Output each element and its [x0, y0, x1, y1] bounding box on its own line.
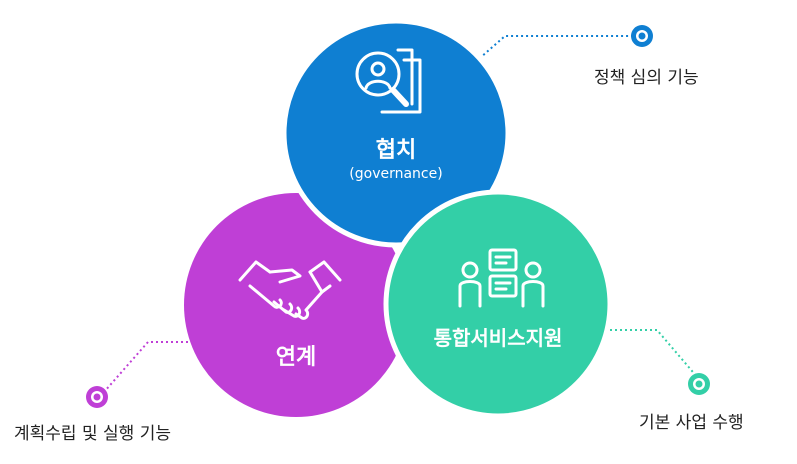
- governance-connector: [471, 35, 632, 66]
- linkage-circle: [184, 193, 408, 417]
- governance-marker: [631, 25, 653, 47]
- governance-circle: [281, 18, 511, 248]
- integrated-title: 통합서비스지원: [433, 326, 563, 350]
- person-search-icon: [355, 48, 422, 114]
- governance-title: 협치: [375, 138, 417, 163]
- linkage-title: 연계: [275, 345, 317, 370]
- integrated-connector: [605, 329, 699, 379]
- linkage-role-label: 계획수립 및 실행 기능: [14, 424, 171, 444]
- integrated-role-label: 기본 사업 수행: [639, 413, 744, 433]
- integrated-circle: [383, 189, 613, 419]
- governance-role-label: 정책 심의 기능: [594, 68, 699, 88]
- linkage-connector: [103, 341, 193, 393]
- governance-subtitle: (governance): [349, 166, 443, 182]
- linkage-marker: [86, 386, 108, 408]
- people-chat-icon: [458, 248, 545, 308]
- integrated-marker: [688, 373, 710, 395]
- handshake-icon: [238, 260, 342, 320]
